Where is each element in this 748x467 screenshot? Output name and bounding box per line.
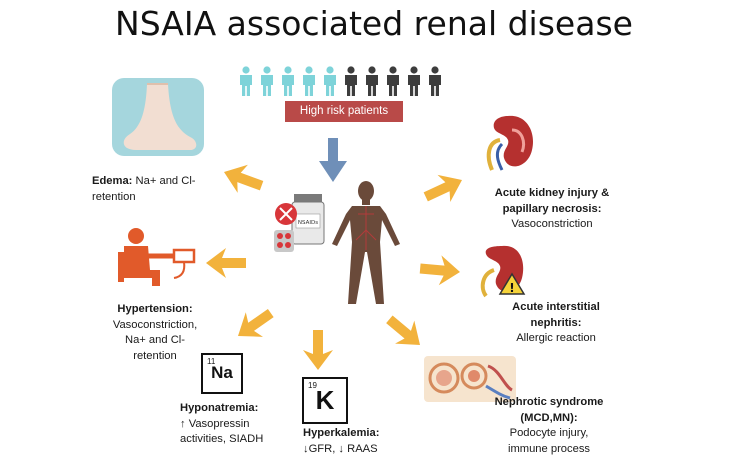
sodium-atomic-number: 11 — [207, 357, 216, 366]
blood-pressure-icon — [118, 228, 196, 286]
ain-title-1: Acute interstitial — [512, 301, 600, 313]
potassium-atomic-number: 19 — [308, 381, 317, 390]
arrow-to-hyponatremia-icon — [229, 300, 280, 349]
nephrotic-title-1: Nephrotic syndrome — [494, 396, 604, 408]
glomerulus-icon — [424, 356, 516, 402]
hyponatremia-detail-2: activities, SIADH — [180, 433, 264, 445]
nsaid-pills-icon: NSAIDs — [274, 194, 325, 252]
hyperkalemia-detail-1: ↓GFR, ↓ RAAS — [303, 442, 378, 455]
arrow-to-hyperkalemia-icon — [303, 330, 333, 370]
aki-detail-1: Vasoconstriction — [511, 218, 593, 230]
nephrotic-label: Nephrotic syndrome (MCD,MN): Podocyte in… — [476, 395, 622, 457]
edema-detail-1: Na+ and Cl- — [132, 175, 196, 187]
hyperkalemia-title: Hyperkalemia: — [303, 427, 380, 439]
down-arrow-icon — [319, 138, 347, 182]
hypertension-detail-1: Vasoconstriction, — [112, 318, 198, 331]
human-body-icon — [332, 181, 400, 304]
kidney-warning-icon: ! — [480, 245, 526, 298]
potassium-element-card: 19 K — [302, 377, 348, 424]
ain-label: Acute interstitial nephritis: Allergic r… — [496, 300, 616, 347]
pill-bottle-label: NSAIDs — [298, 220, 318, 226]
people-row-icon — [240, 66, 441, 96]
hyponatremia-title: Hyponatremia: — [180, 402, 259, 414]
arrow-to-ain-icon — [418, 253, 462, 287]
hypertension-detail-3: retention — [133, 349, 177, 362]
nephrotic-detail-1: Podocyte injury, — [509, 427, 589, 439]
person-icon — [282, 66, 294, 96]
edema-foot-icon — [112, 78, 204, 156]
potassium-symbol: K — [315, 385, 335, 415]
hyponatremia-detail-1: ↑ Vasopressin — [180, 417, 250, 430]
arrow-to-edema-icon — [218, 157, 267, 200]
arrow-to-aki-icon — [419, 166, 469, 211]
person-icon — [240, 66, 252, 96]
hyponatremia-label: Hyponatremia: ↑ Vasopressin activities, … — [180, 401, 263, 448]
hypertension-label: Hypertension: Vasoconstriction, Na+ and … — [96, 302, 214, 364]
edema-title: Edema: — [92, 175, 133, 187]
person-icon — [387, 66, 399, 96]
svg-text:!: ! — [509, 281, 514, 295]
aki-label: Acute kidney injury & papillary necrosis… — [478, 186, 626, 233]
ain-detail-1: Allergic reaction — [516, 332, 596, 344]
person-icon — [429, 66, 441, 96]
edema-label: Edema: Na+ and Cl- retention — [92, 174, 196, 205]
arrow-to-nephrotic-icon — [379, 307, 430, 357]
sodium-element-card: 11 Na — [201, 353, 243, 394]
person-icon — [303, 66, 315, 96]
sodium-symbol: Na — [211, 363, 233, 382]
edema-detail-2: retention — [92, 190, 136, 203]
kidney-necrosis-icon — [486, 115, 533, 171]
aki-title-2: papillary necrosis: — [502, 202, 602, 215]
page-title: NSAIA associated renal disease — [115, 4, 633, 43]
person-icon — [261, 66, 273, 96]
person-icon — [408, 66, 420, 96]
arrow-to-hypertension-icon — [206, 248, 246, 278]
hyperkalemia-label: Hyperkalemia: ↓GFR, ↓ RAAS — [303, 426, 380, 457]
hypertension-title: Hypertension: — [117, 303, 193, 315]
nephrotic-detail-2: immune process — [507, 442, 591, 455]
person-icon — [345, 66, 357, 96]
hypertension-detail-2: Na+ and Cl- — [124, 334, 185, 346]
nephrotic-title-2: (MCD,MN): — [520, 411, 578, 424]
person-icon — [324, 66, 336, 96]
person-icon — [366, 66, 378, 96]
high-risk-badge: High risk patients — [285, 101, 403, 122]
aki-title-1: Acute kidney injury & — [494, 187, 610, 199]
ain-title-2: nephritis: — [530, 316, 582, 329]
